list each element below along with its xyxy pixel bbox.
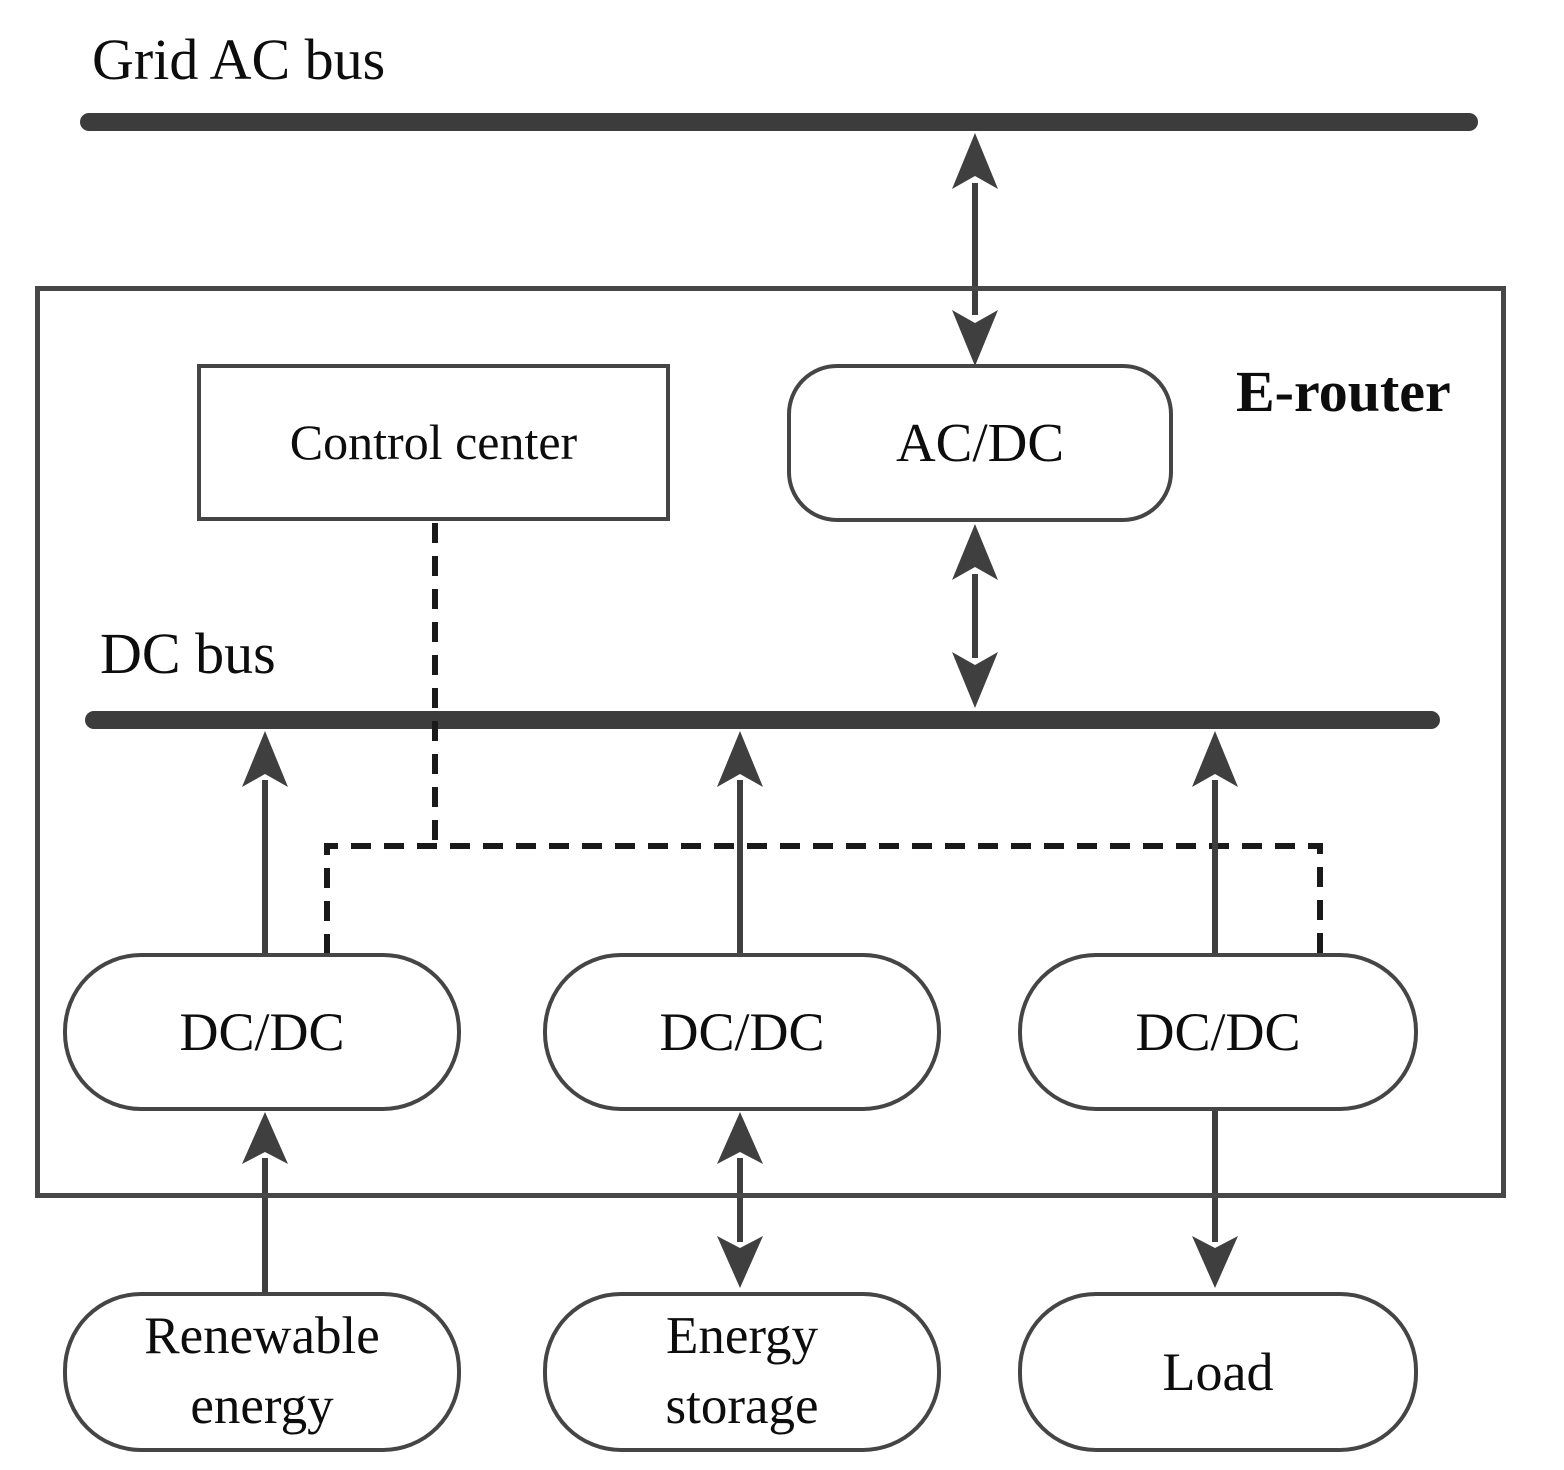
control-center-node: Control center <box>197 364 670 521</box>
ac-dc-converter-label: AC/DC <box>895 412 1065 474</box>
renewable-energy-node: Renewable energy <box>63 1292 461 1452</box>
dc-bus-label: DC bus <box>100 621 276 686</box>
dc-dc-converter-1-node: DC/DC <box>63 953 461 1111</box>
dc-dc-converter-3-node: DC/DC <box>1018 953 1418 1111</box>
acdc-dcbus-arrow <box>952 524 998 708</box>
dcdc2-dcbus-arrow <box>717 731 763 957</box>
renewable-energy-label-line1: Renewable <box>144 1307 380 1366</box>
dcdc1-dcbus-arrow <box>242 731 288 957</box>
e-router-boundary <box>35 286 1506 1198</box>
energy-storage-label-line1: Energy <box>665 1307 819 1366</box>
energy-storage-node: Energy storage <box>543 1292 941 1452</box>
renewable-dcdc1-arrow <box>242 1112 288 1296</box>
energy-storage-label-line2: storage <box>665 1377 819 1435</box>
grid-ac-bus-bar <box>80 113 1478 131</box>
ac-dc-converter-node: AC/DC <box>787 364 1173 522</box>
control-center-label: Control center <box>289 414 578 470</box>
grid-ac-bus-label: Grid AC bus <box>92 27 386 92</box>
load-label: Load <box>1162 1341 1274 1402</box>
dc-dc-converter-2-label: DC/DC <box>659 1001 825 1062</box>
renewable-energy-label-line2: energy <box>190 1377 334 1435</box>
storage-dcdc2-arrow <box>717 1112 763 1288</box>
load-node: Load <box>1018 1292 1418 1452</box>
dc-dc-converter-1-label: DC/DC <box>179 1001 345 1062</box>
grid-acdc-arrow <box>952 133 998 366</box>
e-router-label: E-router <box>1236 359 1451 424</box>
dc-dc-converter-3-label: DC/DC <box>1135 1001 1301 1062</box>
dcdc3-dcbus-arrow <box>1192 731 1238 957</box>
control-signal-rail <box>324 843 1323 954</box>
dcdc3-load-arrow <box>1192 1108 1238 1288</box>
dc-dc-converter-2-node: DC/DC <box>543 953 941 1111</box>
dc-bus-bar <box>85 711 1440 729</box>
